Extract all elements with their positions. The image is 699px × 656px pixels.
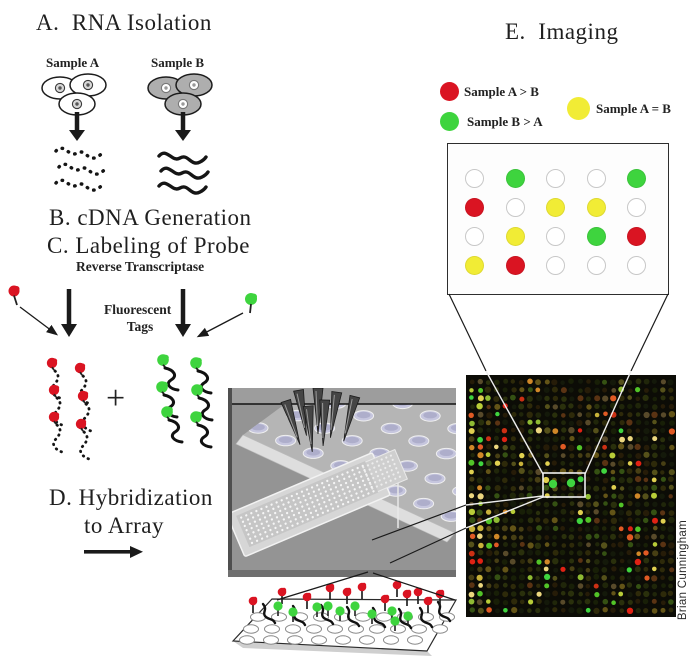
legend-green-dot-icon xyxy=(440,112,459,131)
legend-label-b-gt-a: Sample B > A xyxy=(467,114,543,129)
array-spot-r0c1-green xyxy=(505,169,525,188)
section-d-title: D. Hybridization xyxy=(49,485,213,510)
array-spot-r0c0-empty xyxy=(465,169,484,188)
array-spot-r1c1-empty xyxy=(505,198,525,217)
array-spot-r0c2-empty xyxy=(546,169,565,188)
array-spot-r3c2-empty xyxy=(546,256,565,275)
array-spot-r3c1-red xyxy=(505,256,525,275)
pipette-tips xyxy=(280,387,361,452)
section-e-title: E. Imaging xyxy=(505,19,619,44)
legend-red-dot-icon xyxy=(440,82,459,101)
array-printing-illustration xyxy=(226,387,456,577)
legend-label-a-gt-b: Sample A > B xyxy=(464,84,539,99)
array-spot-r0c4-green xyxy=(627,169,646,188)
legend-yellow-dot-icon xyxy=(567,97,590,120)
plus-sign: + xyxy=(106,380,126,417)
legend-label-a-eq-b: Sample A = B xyxy=(596,101,671,116)
array-spot-r0c3-empty xyxy=(586,169,606,188)
sample-b-label: Sample B xyxy=(151,55,205,70)
sample-a-label: Sample A xyxy=(46,55,100,70)
array-spot-r1c4-empty xyxy=(627,198,646,217)
fluorescent-tags-label-line2: Tags xyxy=(126,319,154,334)
section-c-title: C. Labeling of Probe xyxy=(47,233,250,258)
array-spot-r2c1-yellow xyxy=(505,227,525,246)
array-spot-r3c3-empty xyxy=(586,256,606,275)
microarray-scan-image xyxy=(466,375,676,617)
array-spot-r2c2-empty xyxy=(546,227,565,246)
array-spot-r2c3-green xyxy=(586,227,606,246)
credit-text: Brian Cunningham xyxy=(677,520,689,621)
array-spot-r1c0-red xyxy=(465,198,484,217)
array-spot-r2c0-empty xyxy=(465,227,484,246)
array-spot-r1c3-yellow xyxy=(586,198,606,217)
imaging-spot-grid xyxy=(447,143,669,295)
hybridized-array-inset xyxy=(231,580,458,656)
array-spot-r1c2-yellow xyxy=(546,198,565,217)
fluorescent-tags-label: Fluorescent xyxy=(104,302,172,317)
array-spot-r3c0-yellow xyxy=(465,256,484,275)
array-printing-art xyxy=(226,387,456,577)
section-d-title-line2: to Array xyxy=(84,513,165,538)
array-spot-r3c4-empty xyxy=(627,256,646,275)
array-spot-r2c4-red xyxy=(627,227,646,246)
section-b-title: B. cDNA Generation xyxy=(49,205,252,230)
section-a-title: A. RNA Isolation xyxy=(36,10,212,35)
microarray-scan-art xyxy=(466,375,676,617)
microarray-slide xyxy=(226,448,409,557)
reverse-transcriptase-label: Reverse Transcriptase xyxy=(76,259,205,274)
